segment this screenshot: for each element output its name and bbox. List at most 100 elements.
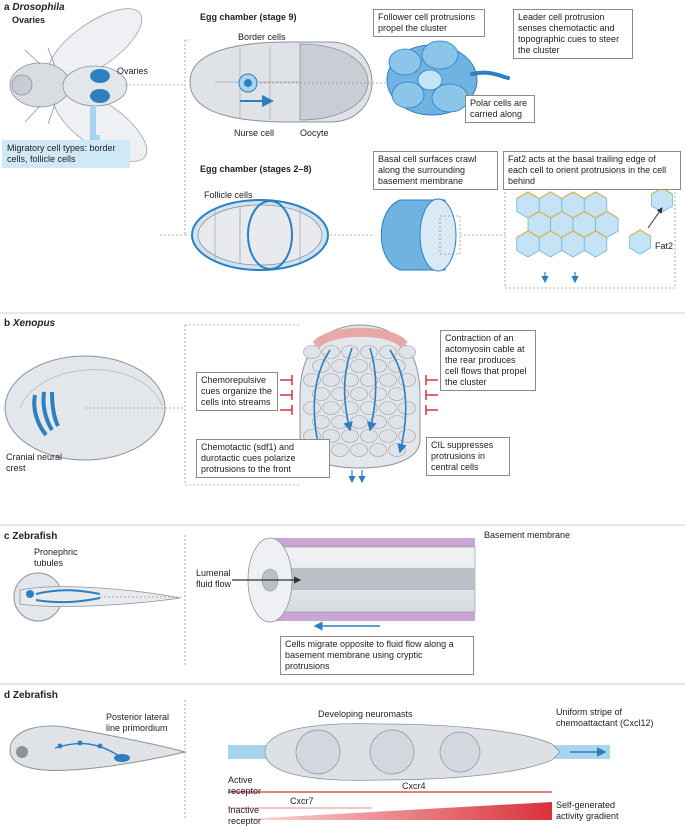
neural-crest-cell — [369, 359, 387, 373]
zebrafish-embryo-c — [13, 572, 185, 622]
neural-crest-cell — [379, 401, 397, 415]
neural-crest-cell — [312, 387, 330, 401]
neural-crest-cell — [388, 387, 406, 401]
neural-crest-cell — [379, 373, 397, 387]
cxcr7-label: Cxcr7 — [290, 796, 314, 806]
contraction-box: Contraction of an actomyosin cable at th… — [440, 330, 536, 391]
neural-crest-cell — [379, 429, 397, 443]
self-generated-gradient-label: Self-generated activity gradient — [556, 800, 619, 821]
neural-crest-cell — [388, 415, 406, 429]
neural-crest-cell — [369, 387, 387, 401]
leader-cell-box: Leader cell protrusion senses chemotacti… — [513, 9, 633, 59]
pronephric-tubules-label: Pronephric tubules — [34, 547, 78, 568]
neural-crest-cell — [303, 345, 321, 359]
neural-crest-cell — [322, 345, 340, 359]
panel-c-header: c Zebrafish — [4, 531, 57, 542]
neural-crest-cell — [350, 359, 368, 373]
inactive-receptor-label: Inactive receptor — [228, 805, 262, 826]
neural-crest-cell — [360, 373, 378, 387]
neural-crest-cell — [341, 429, 359, 443]
ovaries-label: Ovaries — [117, 66, 149, 76]
cxcr4-label: Cxcr4 — [402, 781, 426, 791]
active-receptor-label: Active receptor — [228, 775, 262, 796]
lumenal-flow-label: Lumenal fluid flow — [196, 568, 232, 589]
panel-letter-a: a — [4, 2, 10, 13]
stage28-title: Egg chamber (stages 2–8) — [200, 164, 312, 174]
neural-crest-cell — [388, 359, 406, 373]
border-cell-cluster — [386, 40, 510, 116]
panel-letter-d: d — [4, 690, 11, 701]
panel-letter-c: c — [4, 531, 10, 542]
nurse-cell-label: Nurse cell — [234, 128, 275, 138]
pllp-label: Posterior lateral line primordium — [106, 712, 170, 733]
stage9-title: Egg chamber (stage 9) — [200, 12, 297, 22]
fat2-edge — [629, 229, 651, 237]
basal-surface-box: Basal cell surfaces crawl along the surr… — [373, 151, 498, 190]
panel-letter-b: b — [4, 318, 11, 329]
neural-crest-cell — [398, 401, 416, 415]
neural-crest-cell — [350, 415, 368, 429]
receptor-gradient — [228, 791, 552, 820]
basement-membrane-label: Basement membrane — [484, 530, 571, 540]
fat2-label: Fat2 — [655, 241, 674, 251]
neural-crest-cell — [398, 345, 416, 359]
developing-neuromasts-label: Developing neuromasts — [318, 709, 413, 719]
neural-crest-cell — [331, 359, 349, 373]
panel-b-title: Xenopus — [12, 318, 56, 329]
neural-crest-cell — [369, 443, 387, 457]
panel-a-title: Drosophila — [12, 2, 65, 13]
fat2-edge — [583, 191, 608, 200]
xenopus-embryo — [4, 355, 185, 461]
panel-c-title: Zebrafish — [12, 531, 58, 542]
chemotactic-box: Chemotactic (sdf1) and durotactic cues p… — [196, 439, 330, 478]
zebrafish-larva-d — [9, 725, 187, 771]
neural-crest-cell — [331, 387, 349, 401]
ovaries-heading: Ovaries — [12, 15, 46, 25]
neural-crest-cell — [388, 443, 406, 457]
chemorepulsive-box: Chemorepulsive cues organize the cells i… — [196, 372, 278, 411]
basal-surface-egg — [380, 198, 505, 272]
cell-flow-arrow — [367, 347, 377, 432]
fat2-edge — [550, 210, 574, 219]
egg-chamber-stage9 — [189, 41, 386, 123]
neural-crest-cell — [350, 443, 368, 457]
neural-crest-cell — [322, 373, 340, 387]
neural-crest-cell — [312, 415, 330, 429]
inhibition-markers — [280, 375, 438, 415]
fat2-edge — [516, 191, 540, 200]
oocyte-label: Oocyte — [300, 128, 329, 138]
fat2-box: Fat2 acts at the basal trailing edge of … — [503, 151, 681, 190]
neural-crest-cell — [303, 401, 321, 415]
neural-crest-cell — [398, 429, 416, 443]
follicle-cell-hexagons — [516, 187, 673, 258]
panel-b-header: b Xenopus — [4, 318, 55, 329]
follower-cell-box: Follower cell protrusions propel the clu… — [373, 9, 485, 37]
fat2-edge — [561, 191, 585, 200]
migratory-cell-box: Migratory cell types: border cells, foll… — [2, 140, 130, 168]
cell-flow-arrow — [343, 347, 353, 432]
neural-crest-cell — [331, 415, 349, 429]
egg-chamber-stages2-8 — [160, 199, 375, 271]
polar-cells-box: Polar cells are carried along — [465, 95, 535, 123]
fat2-edge — [595, 210, 619, 219]
neural-crest-cell — [360, 345, 378, 359]
actomyosin-rear — [312, 327, 408, 349]
fat2-edge — [561, 230, 585, 239]
cell-flow-arrow — [389, 349, 407, 454]
fat2-edge — [538, 191, 563, 200]
fat2-edge — [527, 210, 551, 219]
fat2-edge — [572, 210, 596, 219]
neural-crest-cell — [331, 443, 349, 457]
primordium-stripe — [228, 723, 610, 781]
chemoattractant-label: Uniform stripe of chemoattactant (Cxcl12… — [556, 707, 654, 728]
pronephric-tube — [232, 537, 476, 631]
neural-crest-cell — [322, 401, 340, 415]
panel-d-header: d Zebrafish — [4, 690, 58, 701]
fat2-edge — [583, 230, 608, 239]
cells-migrate-box: Cells migrate opposite to fluid flow alo… — [280, 636, 474, 675]
panel-d-title: Zebrafish — [12, 690, 58, 701]
cil-box: CIL suppresses protrusions in central ce… — [426, 437, 510, 476]
neural-crest-cell — [350, 387, 368, 401]
